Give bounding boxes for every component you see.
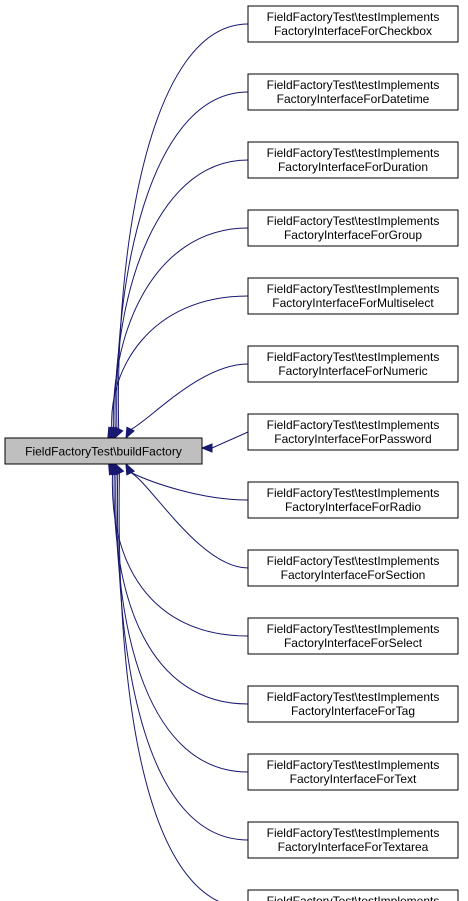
caller-node-label-line2: FactoryInterfaceForGroup	[284, 228, 422, 242]
focus-node-label: FieldFactoryTest\buildFactory	[25, 445, 182, 459]
caller-node-box	[247, 141, 459, 179]
arrowhead-icon	[114, 462, 125, 476]
call-edge	[128, 470, 249, 569]
caller-node-box	[247, 753, 459, 791]
caller-node-label-line2: FactoryInterfaceForCheckbox	[274, 24, 432, 38]
caller-node[interactable]: FieldFactoryTest\testImplementsFactoryIn…	[247, 549, 459, 587]
caller-node[interactable]: FieldFactoryTest\testImplementsFactoryIn…	[247, 821, 459, 859]
caller-node-label-line2: FactoryInterfaceForTag	[291, 704, 415, 718]
caller-node-box	[247, 481, 459, 519]
caller-node-label-line1: FieldFactoryTest\testImplements	[267, 10, 440, 24]
caller-node-label-line1: FieldFactoryTest\testImplements	[267, 758, 440, 772]
call-edge	[128, 470, 249, 501]
call-edge	[116, 471, 249, 841]
caller-node[interactable]: FieldFactoryTest\testImplementsFactoryIn…	[247, 209, 459, 247]
arrowhead-icon	[125, 426, 135, 440]
caller-node-box	[247, 617, 459, 655]
call-edge	[116, 91, 249, 431]
arrowhead-icon	[200, 443, 213, 453]
call-edge	[117, 23, 249, 431]
caller-node-box	[247, 685, 459, 723]
arrowhead-icon	[125, 462, 135, 476]
caller-node-label-line1: FieldFactoryTest\testImplements	[267, 282, 440, 296]
caller-node[interactable]: FieldFactoryTest\testImplementsFactoryIn…	[247, 5, 459, 43]
caller-node[interactable]: FieldFactoryTest\testImplementsFactoryIn…	[247, 345, 459, 383]
caller-node[interactable]: FieldFactoryTest\testImplementsFactoryIn…	[247, 685, 459, 723]
caller-node-label-line1: FieldFactoryTest\testImplements	[267, 146, 440, 160]
caller-node-label-line2: FactoryInterfaceForText	[290, 772, 417, 786]
call-edge	[111, 295, 249, 432]
caller-node[interactable]: FieldFactoryTest\testImplementsFactoryIn…	[247, 277, 459, 315]
caller-node-box	[247, 209, 459, 247]
caller-node[interactable]: FieldFactoryTest\testImplementsFactoryIn…	[247, 73, 459, 111]
caller-node[interactable]: FieldFactoryTest\testImplementsFactoryIn…	[247, 617, 459, 655]
caller-node-label-line1: FieldFactoryTest\testImplements	[267, 486, 440, 500]
call-edge	[113, 471, 249, 705]
caller-node-label-line2: FactoryInterfaceForSelect	[284, 636, 423, 650]
edges-layer	[107, 23, 249, 901]
call-edge	[118, 471, 220, 901]
caller-node-label-line2: FactoryInterfaceForDatetime	[277, 92, 430, 106]
caller-node-box	[247, 889, 459, 901]
caller-node[interactable]: FieldFactoryTest\testImplementsFactoryIn…	[247, 481, 459, 519]
caller-node-label-line2: FactoryInterfaceForSection	[281, 568, 426, 582]
caller-node-label-line2: FactoryInterfaceForMultiselect	[272, 296, 434, 310]
caller-node-box	[247, 5, 459, 43]
caller-node-label-line2: FactoryInterfaceForTextarea	[278, 840, 429, 854]
caller-node-box	[247, 73, 459, 111]
caller-nodes-layer: FieldFactoryTest\testImplementsFactoryIn…	[247, 5, 459, 901]
caller-node-label-line1: FieldFactoryTest\testImplements	[267, 350, 440, 364]
caller-node-label-line2: FactoryInterfaceForDuration	[278, 160, 428, 174]
caller-node-label-line2: FactoryInterfaceForRadio	[285, 500, 421, 514]
call-edge	[211, 431, 249, 449]
call-edge	[111, 470, 249, 637]
caller-node[interactable]: FieldFactoryTest\testImplementsFactoryIn…	[247, 753, 459, 791]
call-edge	[115, 471, 249, 773]
caller-node-label-line1: FieldFactoryTest\testImplements	[267, 894, 440, 901]
caller-node-label-line1: FieldFactoryTest\testImplements	[267, 622, 440, 636]
caller-node-label-line2: FactoryInterfaceForPassword	[274, 432, 431, 446]
caller-node[interactable]: FieldFactoryTest\testImplementsFactoryIn…	[247, 413, 459, 451]
caller-node-box	[247, 821, 459, 859]
caller-node[interactable]: FieldFactoryTest\testImplementsFactoryIn…	[247, 141, 459, 179]
arrowhead-icon	[107, 426, 117, 440]
caller-node-box	[247, 345, 459, 383]
caller-node-label-line1: FieldFactoryTest\testImplements	[267, 214, 440, 228]
caller-node[interactable]: FieldFactoryTest\testImplementsFactoryNo…	[247, 889, 459, 901]
caller-node-label-line1: FieldFactoryTest\testImplements	[267, 418, 440, 432]
caller-node-box	[247, 277, 459, 315]
caller-node-box	[247, 549, 459, 587]
call-edge	[128, 363, 249, 432]
caller-node-label-line1: FieldFactoryTest\testImplements	[267, 826, 440, 840]
focus-node-box	[4, 437, 203, 465]
call-edge	[114, 159, 249, 431]
focus-node[interactable]: FieldFactoryTest\buildFactory	[4, 437, 203, 465]
caller-node-label-line1: FieldFactoryTest\testImplements	[267, 78, 440, 92]
caller-node-label-line1: FieldFactoryTest\testImplements	[267, 690, 440, 704]
caller-node-label-line1: FieldFactoryTest\testImplements	[267, 554, 440, 568]
call-edge	[112, 227, 249, 432]
caller-node-box	[247, 413, 459, 451]
caller-node-label-line2: FactoryInterfaceForNumeric	[278, 364, 427, 378]
